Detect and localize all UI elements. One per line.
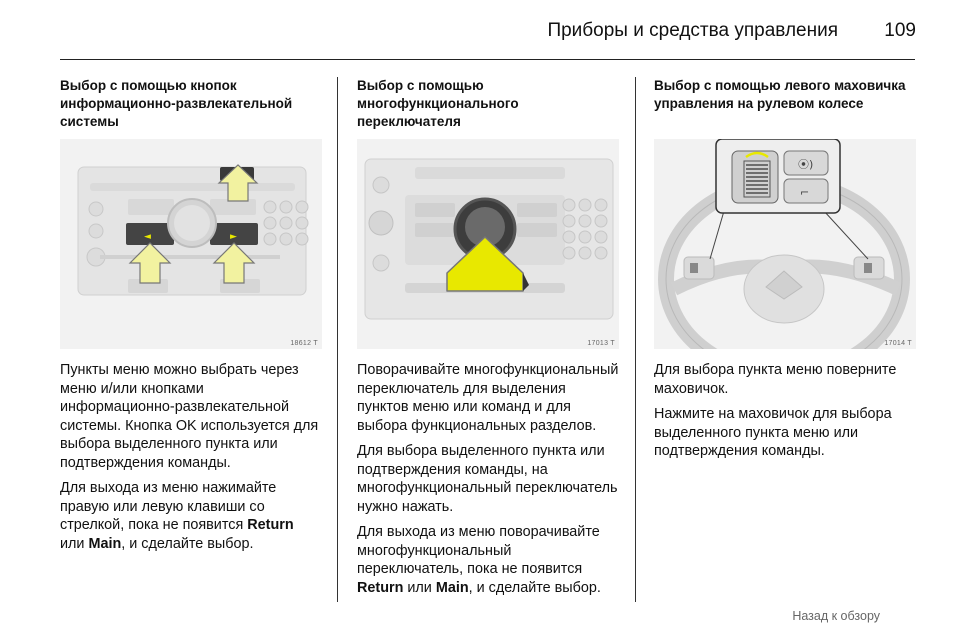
figure-infotainment-panel: ◄ ► 18612 T <box>60 139 322 349</box>
infotainment-panel-illustration: ◄ ► <box>60 139 322 349</box>
column-divider <box>337 77 338 602</box>
figure-steering-wheel: ⦿) ⌐ 17014 T <box>654 139 916 349</box>
multifunction-knob-illustration <box>357 139 619 349</box>
section-heading: Выбор с помощью левого маховичка управле… <box>654 78 906 111</box>
column-divider <box>635 77 636 602</box>
page-number: 109 <box>884 20 916 41</box>
paragraph: Нажмите на маховичок для выбора выделенн… <box>654 406 892 459</box>
header-rule <box>60 59 915 60</box>
steering-wheel-illustration: ⦿) ⌐ <box>654 139 916 349</box>
figure-multifunction-knob: 17013 T <box>357 139 619 349</box>
svg-text:►: ► <box>230 232 237 242</box>
back-to-overview-link[interactable]: Назад к обзору <box>792 609 880 623</box>
section-body: Поворачивайте многофункциональный перекл… <box>357 361 619 597</box>
figure-label: 17014 T <box>884 340 912 347</box>
column-infotainment-buttons: Выбор с помощью кнопок информационно-раз… <box>60 77 322 560</box>
paragraph: Пункты меню можно выбрать через меню и/и… <box>60 362 319 471</box>
paragraph: Для выбора пункта меню поверните махович… <box>654 362 897 397</box>
svg-text:⦿): ⦿) <box>798 158 813 171</box>
column-multifunction-knob: Выбор с помощью многофункционального пер… <box>357 77 619 604</box>
page-title: Приборы и средства управления <box>547 20 838 41</box>
section-body: Для выбора пункта меню поверните махович… <box>654 361 916 461</box>
figure-label: 17013 T <box>587 340 615 347</box>
section-heading: Выбор с помощью кнопок информационно-раз… <box>60 78 293 129</box>
paragraph: Для выхода из меню нажимайте правую или … <box>60 480 294 552</box>
section-body: Пункты меню можно выбрать через меню и/и… <box>60 361 322 553</box>
svg-text:◄: ◄ <box>144 232 151 242</box>
svg-text:⌐: ⌐ <box>800 186 809 199</box>
paragraph: Поворачивайте многофункциональный перекл… <box>357 362 619 434</box>
column-steering-wheel: Выбор с помощью левого маховичка управле… <box>654 77 916 468</box>
section-heading: Выбор с помощью многофункционального пер… <box>357 78 519 129</box>
paragraph: Для выхода из меню поворачивайте многофу… <box>357 524 601 596</box>
figure-label: 18612 T <box>290 340 318 347</box>
paragraph: Для выбора выделенного пункта или подтве… <box>357 443 618 515</box>
